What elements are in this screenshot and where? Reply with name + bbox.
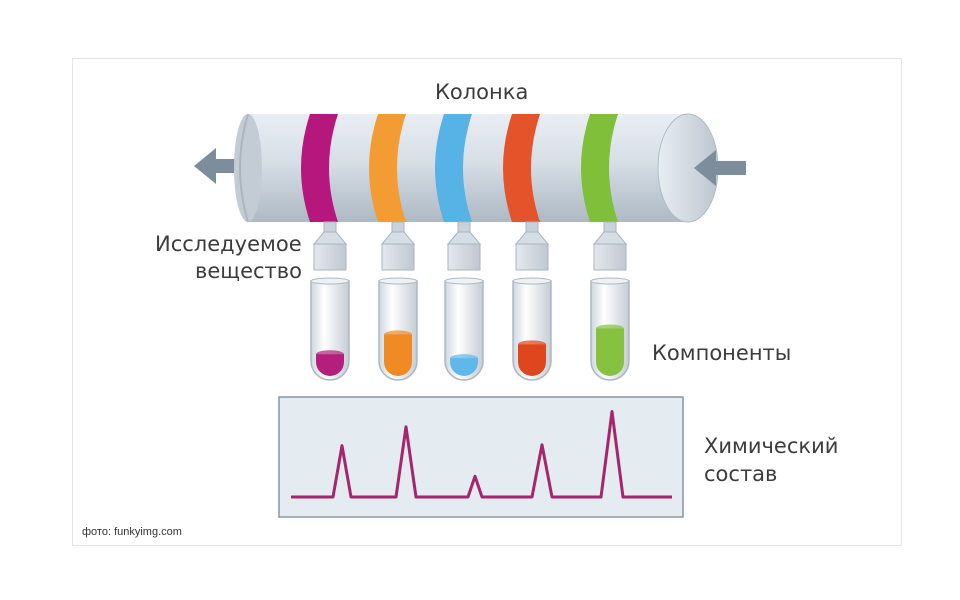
column-band-5 — [581, 114, 618, 222]
nozzle-2 — [380, 221, 416, 271]
nozzle-4 — [514, 221, 550, 271]
components-label: Компоненты — [652, 341, 792, 365]
photo-credit: фото: funkyimg.com — [82, 526, 182, 538]
test-tube-4 — [512, 277, 552, 381]
nozzle-3 — [446, 221, 482, 271]
test-tube-3 — [444, 277, 484, 381]
column-label: Колонка — [435, 80, 529, 104]
column-band-2 — [369, 114, 406, 222]
composition-label-line1: Химический — [704, 434, 839, 458]
test-tube-2 — [378, 277, 418, 381]
test-tube-5 — [590, 277, 630, 381]
column-band-1 — [301, 114, 338, 222]
tube-liquid-1 — [316, 354, 344, 376]
tube-liquid-4 — [518, 344, 546, 376]
sample-label-line1: Исследуемое — [155, 232, 302, 256]
test-tube-1 — [310, 277, 350, 381]
composition-label-line2: состав — [704, 462, 778, 486]
column-band-4 — [503, 114, 540, 222]
input-arrow-icon — [694, 150, 746, 186]
sample-label-line2: вещество — [195, 259, 302, 283]
nozzle-1 — [312, 221, 348, 271]
column-band-3 — [435, 114, 472, 222]
nozzle-5 — [592, 221, 628, 271]
chromatogram-trace — [291, 410, 672, 499]
tube-liquid-3 — [450, 358, 478, 376]
column — [234, 113, 719, 223]
tube-liquid-5 — [596, 328, 624, 376]
tube-liquid-2 — [384, 334, 412, 376]
